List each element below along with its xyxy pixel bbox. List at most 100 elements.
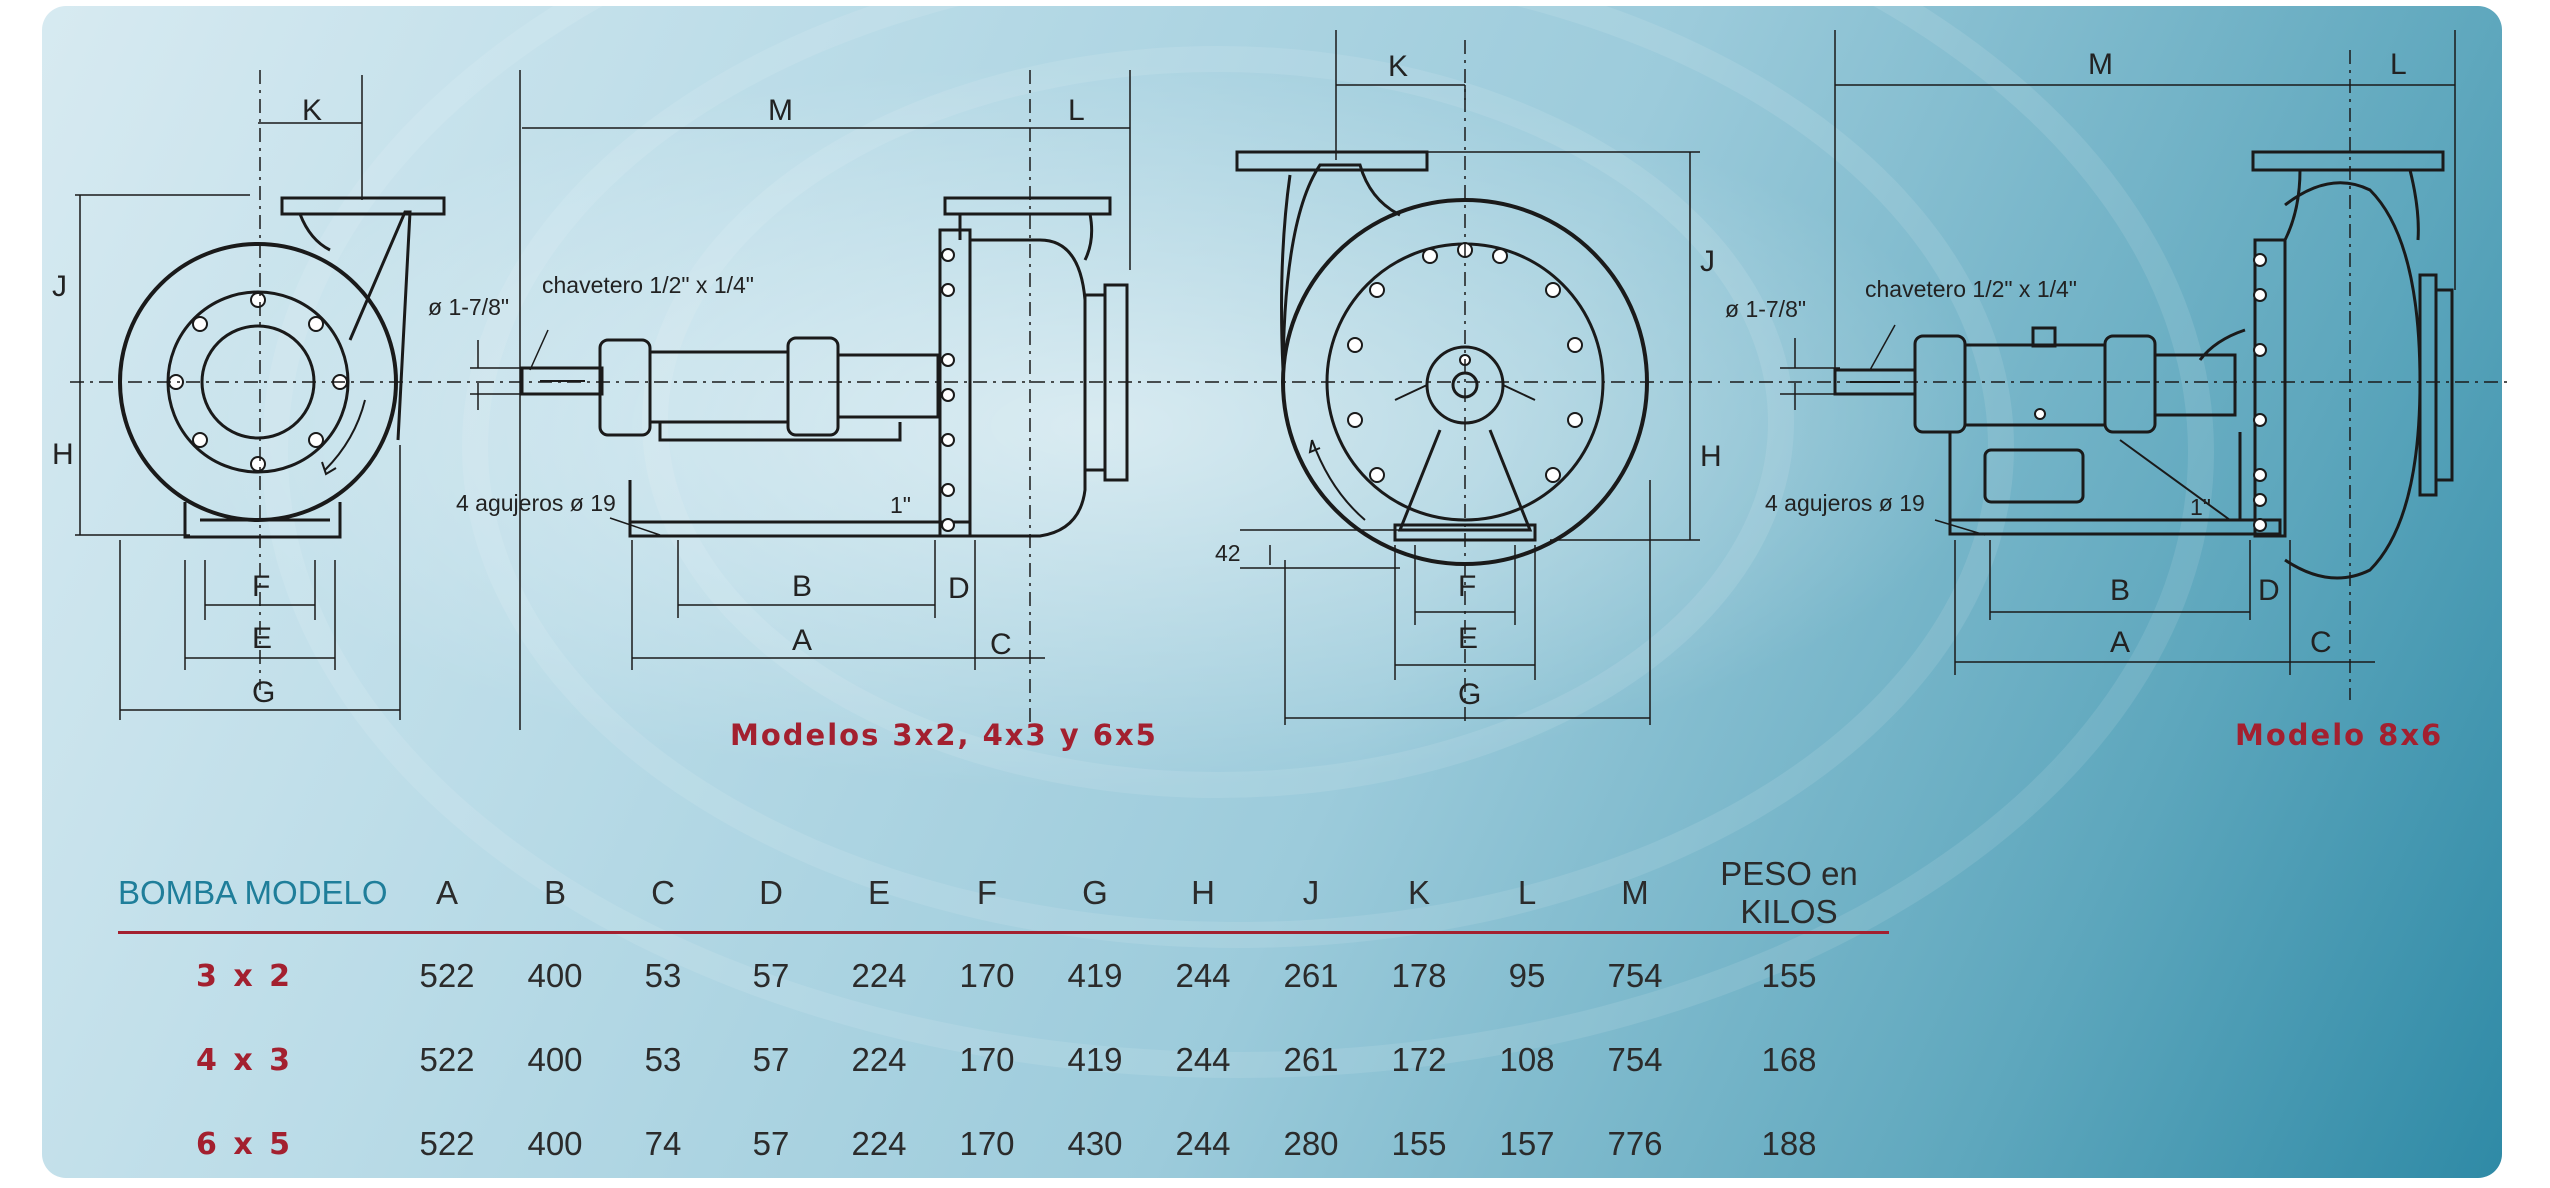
column-header: H xyxy=(1149,855,1257,934)
table-cell: 53 xyxy=(644,957,682,994)
table-cell: 244 xyxy=(1175,1125,1231,1162)
dim-label-E: E xyxy=(252,622,273,655)
table-cell: 430 xyxy=(1067,1125,1123,1162)
dim-label-F: F xyxy=(1458,570,1477,603)
dim-label-C: C xyxy=(2310,626,2332,659)
table-cell: 57 xyxy=(752,1041,790,1078)
dim-label-H: H xyxy=(52,438,74,471)
table-row: 6 x 5 522 400 74 57 224 170 430 244 280 … xyxy=(118,1102,1889,1186)
dim-label-K: K xyxy=(302,94,323,127)
column-header: G xyxy=(1041,855,1149,934)
table-row: 4 x 3 522 400 53 57 224 170 419 244 261 … xyxy=(118,1018,1889,1102)
table-cell: 224 xyxy=(851,957,907,994)
dim-label-C: C xyxy=(990,628,1012,661)
table-cell: 754 xyxy=(1607,1041,1663,1078)
table-cell: 419 xyxy=(1067,957,1123,994)
table-cell: 776 xyxy=(1607,1125,1663,1162)
model-cell: 4 x 3 xyxy=(196,1042,293,1078)
table-cell: 108 xyxy=(1499,1041,1555,1078)
side-view-small-pump xyxy=(470,70,1205,730)
keyway-label: chavetero 1/2" x 1/4" xyxy=(1865,276,2077,302)
base-height-label: 42 xyxy=(1215,540,1241,566)
dimensions-table: BOMBA MODELO A B C D E F G H J K L M PES… xyxy=(118,855,1889,1186)
dim-label-A: A xyxy=(2110,626,2131,659)
table-cell: 178 xyxy=(1391,957,1447,994)
shaft-diameter-label: ø 1-7/8" xyxy=(428,294,510,320)
column-header: A xyxy=(393,855,501,934)
table-cell: 261 xyxy=(1283,957,1339,994)
column-header: BOMBA MODELO xyxy=(118,855,393,934)
column-header: E xyxy=(825,855,933,934)
column-header: M xyxy=(1581,855,1689,934)
table-cell: 419 xyxy=(1067,1041,1123,1078)
dim-label-G: G xyxy=(252,676,276,709)
table-cell: 224 xyxy=(851,1041,907,1078)
column-header: K xyxy=(1365,855,1473,934)
caption-models-small: Modelos 3x2, 4x3 y 6x5 xyxy=(730,718,1158,752)
shaft-diameter-label: ø 1-7/8" xyxy=(1725,296,1807,322)
model-cell: 6 x 5 xyxy=(196,1126,293,1162)
table-cell: 522 xyxy=(419,957,475,994)
table-cell: 280 xyxy=(1283,1125,1339,1162)
one-inch-label: 1" xyxy=(2190,494,2211,520)
holes-label: 4 agujeros ø 19 xyxy=(1765,490,1925,516)
dim-label-B: B xyxy=(792,570,813,603)
dim-label-F: F xyxy=(252,570,271,603)
model-cell: 3 x 2 xyxy=(196,958,293,994)
table-cell: 53 xyxy=(644,1041,682,1078)
side-view-large-pump xyxy=(1730,30,2510,700)
column-header: J xyxy=(1257,855,1365,934)
dim-label-D: D xyxy=(2258,574,2280,607)
column-header: B xyxy=(501,855,609,934)
table-cell: 170 xyxy=(959,1125,1015,1162)
table-cell: 522 xyxy=(419,1041,475,1078)
dim-label-K: K xyxy=(1388,50,1409,83)
dim-label-L: L xyxy=(2390,48,2407,81)
table-cell: 244 xyxy=(1175,957,1231,994)
dim-label-E: E xyxy=(1458,622,1479,655)
table-row: 3 x 2 522 400 53 57 224 170 419 244 261 … xyxy=(118,933,1889,1019)
table-cell: 57 xyxy=(752,1125,790,1162)
dim-label-G: G xyxy=(1458,678,1482,711)
dim-label-J: J xyxy=(1700,245,1715,278)
table-cell: 172 xyxy=(1391,1041,1447,1078)
table-cell: 157 xyxy=(1499,1125,1555,1162)
dim-label-A: A xyxy=(792,624,813,657)
dim-label-L: L xyxy=(1068,94,1085,127)
table-cell: 224 xyxy=(851,1125,907,1162)
table-cell: 400 xyxy=(527,1125,583,1162)
dim-label-B: B xyxy=(2110,574,2131,607)
dim-label-M: M xyxy=(768,94,793,127)
column-header: C xyxy=(609,855,717,934)
table-cell: 244 xyxy=(1175,1041,1231,1078)
table-cell: 522 xyxy=(419,1125,475,1162)
table-cell: 155 xyxy=(1391,1125,1447,1162)
column-header: D xyxy=(717,855,825,934)
dim-label-J: J xyxy=(52,270,67,303)
keyway-label: chavetero 1/2" x 1/4" xyxy=(542,272,754,298)
table-cell: 400 xyxy=(527,957,583,994)
weight-cell: 155 xyxy=(1761,957,1817,994)
column-header: L xyxy=(1473,855,1581,934)
table-cell: 74 xyxy=(644,1125,682,1162)
dim-label-M: M xyxy=(2088,48,2113,81)
one-inch-label: 1" xyxy=(890,492,911,518)
table-cell: 400 xyxy=(527,1041,583,1078)
diagram-panel xyxy=(42,6,2502,1178)
weight-cell: 168 xyxy=(1761,1041,1817,1078)
table-cell: 170 xyxy=(959,1041,1015,1078)
dim-label-H: H xyxy=(1700,440,1722,473)
front-view-large-pump xyxy=(1205,30,1720,725)
front-view-small-pump xyxy=(70,70,480,720)
table-cell: 261 xyxy=(1283,1041,1339,1078)
caption-model-large: Modelo 8x6 xyxy=(2235,718,2444,752)
column-header: PESO en KILOS xyxy=(1689,855,1889,934)
table-cell: 95 xyxy=(1508,957,1546,994)
column-header: F xyxy=(933,855,1041,934)
table-header-row: BOMBA MODELO A B C D E F G H J K L M PES… xyxy=(118,855,1889,934)
holes-label: 4 agujeros ø 19 xyxy=(456,490,616,516)
weight-cell: 188 xyxy=(1761,1125,1817,1162)
table-cell: 754 xyxy=(1607,957,1663,994)
dim-label-D: D xyxy=(948,572,970,605)
